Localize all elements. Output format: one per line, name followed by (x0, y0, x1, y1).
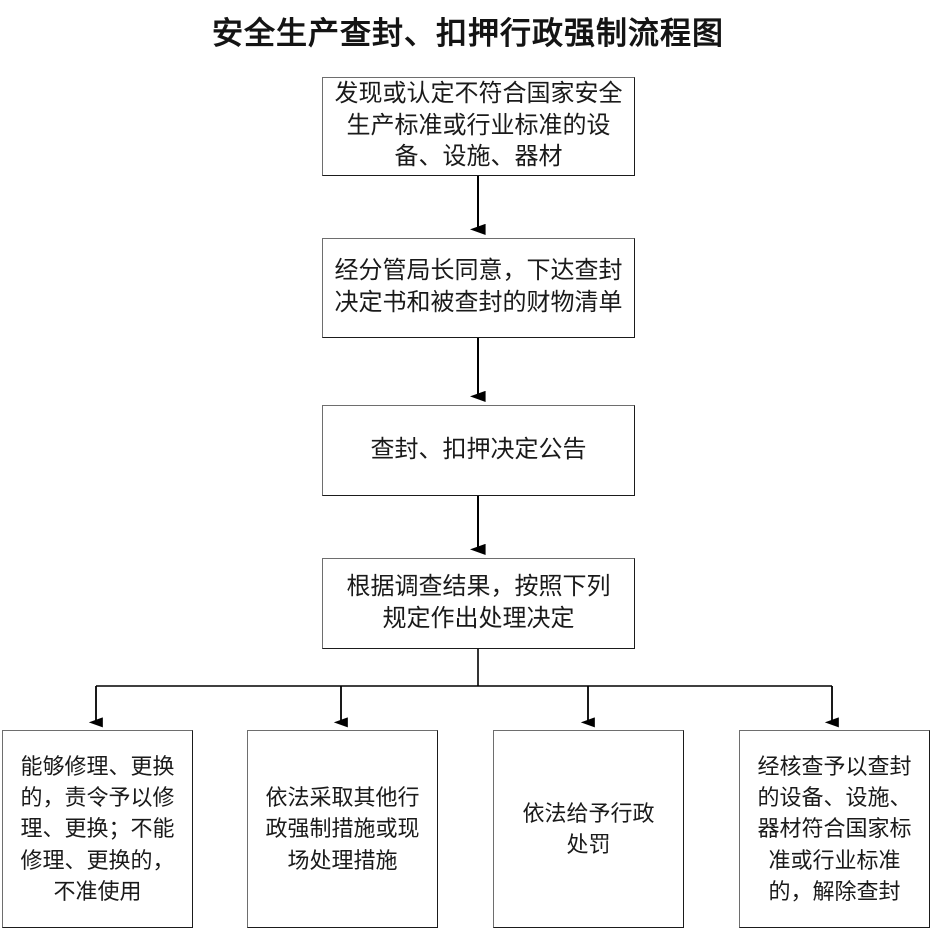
process-node-step-3-label: 查封、扣押决定公告 (370, 436, 587, 463)
outcome-node-3[interactable]: 依法给予行政 处罚 (493, 730, 684, 928)
outcome-node-4[interactable]: 经核查予以查封 的设备、设施、 器材符合国家标 准或行业标准 的，解除查封 (739, 730, 930, 928)
connector-step4-bus (96, 648, 832, 687)
outcome-node-4-label: 经核查予以查封 的设备、设施、 器材符合国家标 准或行业标准 的，解除查封 (757, 753, 912, 904)
process-node-step-2[interactable]: 经分管局长同意，下达查封 决定书和被查封的财物清单 (322, 238, 635, 338)
outcome-node-2[interactable]: 依法采取其他行 政强制措施或现 场处理措施 (247, 730, 438, 928)
outcome-node-1-label: 能够修理、更换 的，责令予以修 理、更换；不能 修理、更换的， 不准使用 (20, 753, 175, 904)
outcome-node-3-label: 依法给予行政 处罚 (522, 800, 655, 857)
process-node-step-3[interactable]: 查封、扣押决定公告 (322, 405, 635, 496)
process-node-step-1[interactable]: 发现或认定不符合国家安全 生产标准或行业标准的设 备、设施、器材 (322, 77, 635, 176)
process-node-step-1-label: 发现或认定不符合国家安全 生产标准或行业标准的设 备、设施、器材 (334, 80, 623, 171)
process-node-step-2-label: 经分管局长同意，下达查封 决定书和被查封的财物清单 (334, 258, 623, 316)
outcome-node-1[interactable]: 能够修理、更换 的，责令予以修 理、更换；不能 修理、更换的， 不准使用 (2, 730, 193, 928)
process-node-step-4-label: 根据调查结果，按照下列 规定作出处理决定 (346, 573, 611, 632)
process-node-step-4[interactable]: 根据调查结果，按照下列 规定作出处理决定 (322, 558, 635, 649)
outcome-node-2-label: 依法采取其他行 政强制措施或现 场处理措施 (265, 785, 420, 873)
page-title: 安全生产查封、扣押行政强制流程图 (212, 16, 724, 51)
